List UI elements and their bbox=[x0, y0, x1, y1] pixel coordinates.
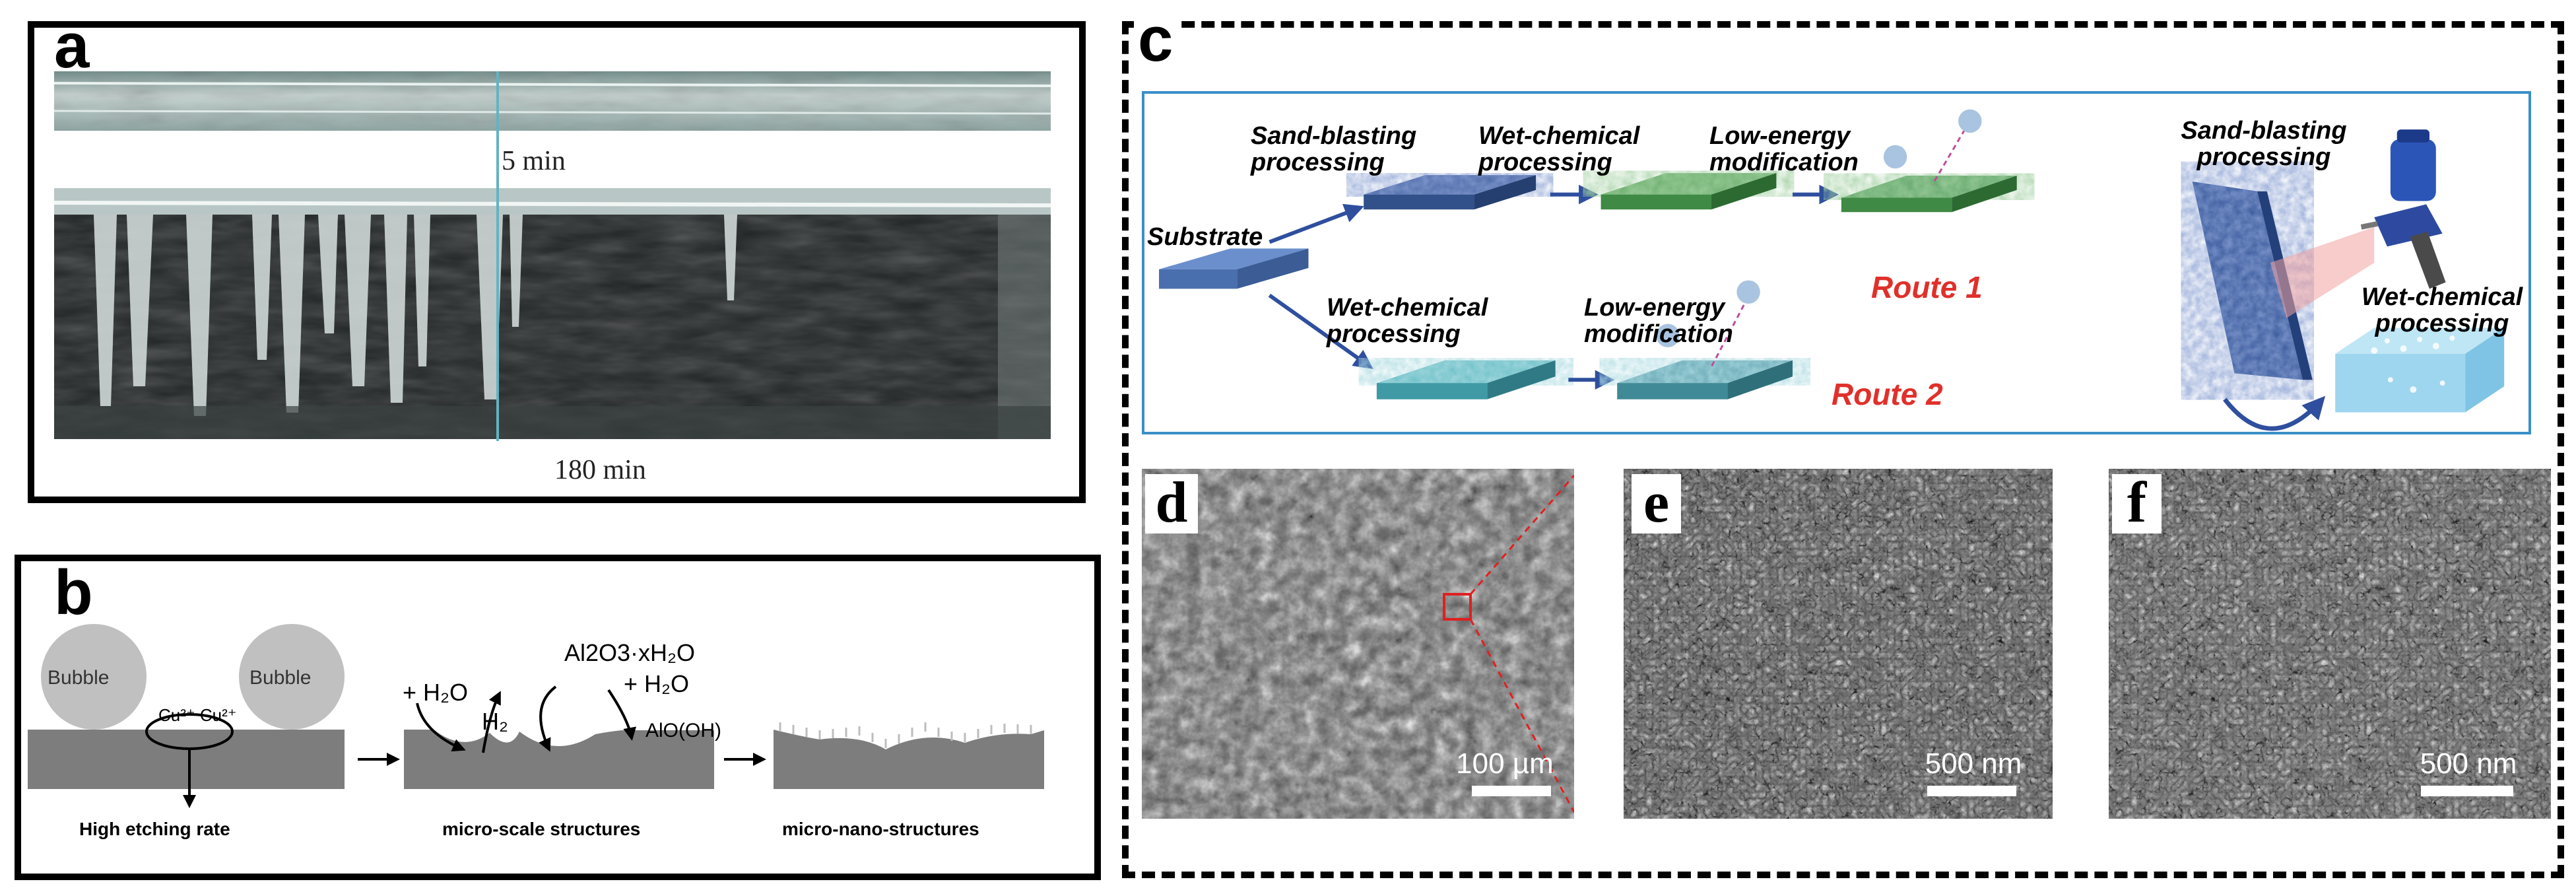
panel-f-sem bbox=[2109, 469, 2551, 819]
panel-b-oxide: Al2O3·xH₂O bbox=[564, 639, 696, 666]
panel-c-schematic bbox=[1142, 91, 2531, 434]
panel-b-frame bbox=[15, 555, 1101, 880]
panel-b-caption-3: micro-nano-structures bbox=[782, 819, 979, 839]
panel-e-letter: e bbox=[1632, 474, 1681, 533]
panel-b-diagram bbox=[28, 561, 1090, 872]
panel-b-alooh: AlO(OH) bbox=[645, 720, 721, 741]
panel-c-low-energy-2-label: Low-energy modification bbox=[1584, 294, 1733, 348]
panel-b-water-2: + H₂O bbox=[624, 670, 689, 697]
panel-c-wet-chemical-right-label: Wet-chemical processing bbox=[2361, 283, 2523, 337]
panel-c-wet-chemical-1-label: Wet-chemical processing bbox=[1478, 122, 1640, 176]
panel-b-h2: H₂ bbox=[482, 708, 508, 735]
panel-f-scale-label: 500 nm bbox=[2420, 747, 2517, 780]
panel-c-sand-blasting-label: Sand-blasting processing bbox=[1251, 122, 1417, 176]
panel-d-scale-label: 100 µm bbox=[1456, 747, 1554, 780]
panel-d-sem bbox=[1142, 469, 1574, 819]
panel-e-sem bbox=[1624, 469, 2053, 819]
panel-a-label-5min: 5 min bbox=[502, 146, 566, 176]
panel-a-label-180min: 180 min bbox=[554, 455, 646, 485]
panel-c-sand-blasting-right-label: Sand-blasting processing bbox=[2181, 117, 2347, 171]
panel-b-caption-2: micro-scale structures bbox=[442, 819, 641, 839]
panel-f-letter: f bbox=[2112, 474, 2162, 533]
panel-b-water-1: + H₂O bbox=[403, 679, 468, 706]
panel-a-photo-bottom bbox=[54, 188, 1051, 439]
panel-b-caption-1: High etching rate bbox=[79, 819, 230, 839]
panel-a-divider bbox=[496, 71, 499, 441]
panel-f-scale-bar bbox=[2421, 786, 2513, 796]
panel-e-scale-label: 500 nm bbox=[1925, 747, 2022, 780]
panel-d-scale-bar bbox=[1472, 786, 1551, 796]
panel-c-substrate-label: Substrate bbox=[1147, 223, 1263, 251]
panel-b-bubble-right-label: Bubble bbox=[249, 667, 312, 689]
panel-c-letter: c bbox=[1134, 8, 1177, 71]
panel-a-photo-top bbox=[54, 71, 1051, 131]
panel-b-letter: b bbox=[54, 557, 93, 628]
panel-c-route-1: Route 1 bbox=[1871, 270, 1983, 304]
panel-d-letter: d bbox=[1145, 474, 1198, 533]
panel-b-bubble-left-label: Bubble bbox=[48, 667, 110, 689]
panel-c-low-energy-1-label: Low-energy modification bbox=[1709, 122, 1859, 176]
panel-c-route-2: Route 2 bbox=[1832, 377, 1943, 411]
panel-b-ion-label: Cu²⁺ Cu²⁺ bbox=[158, 705, 237, 725]
panel-e-scale-bar bbox=[1927, 786, 2016, 796]
panel-c-dashed-frame bbox=[1122, 21, 2564, 878]
panel-c-wet-chemical-2-label: Wet-chemical processing bbox=[1327, 294, 1488, 348]
panel-a-frame bbox=[28, 21, 1086, 503]
